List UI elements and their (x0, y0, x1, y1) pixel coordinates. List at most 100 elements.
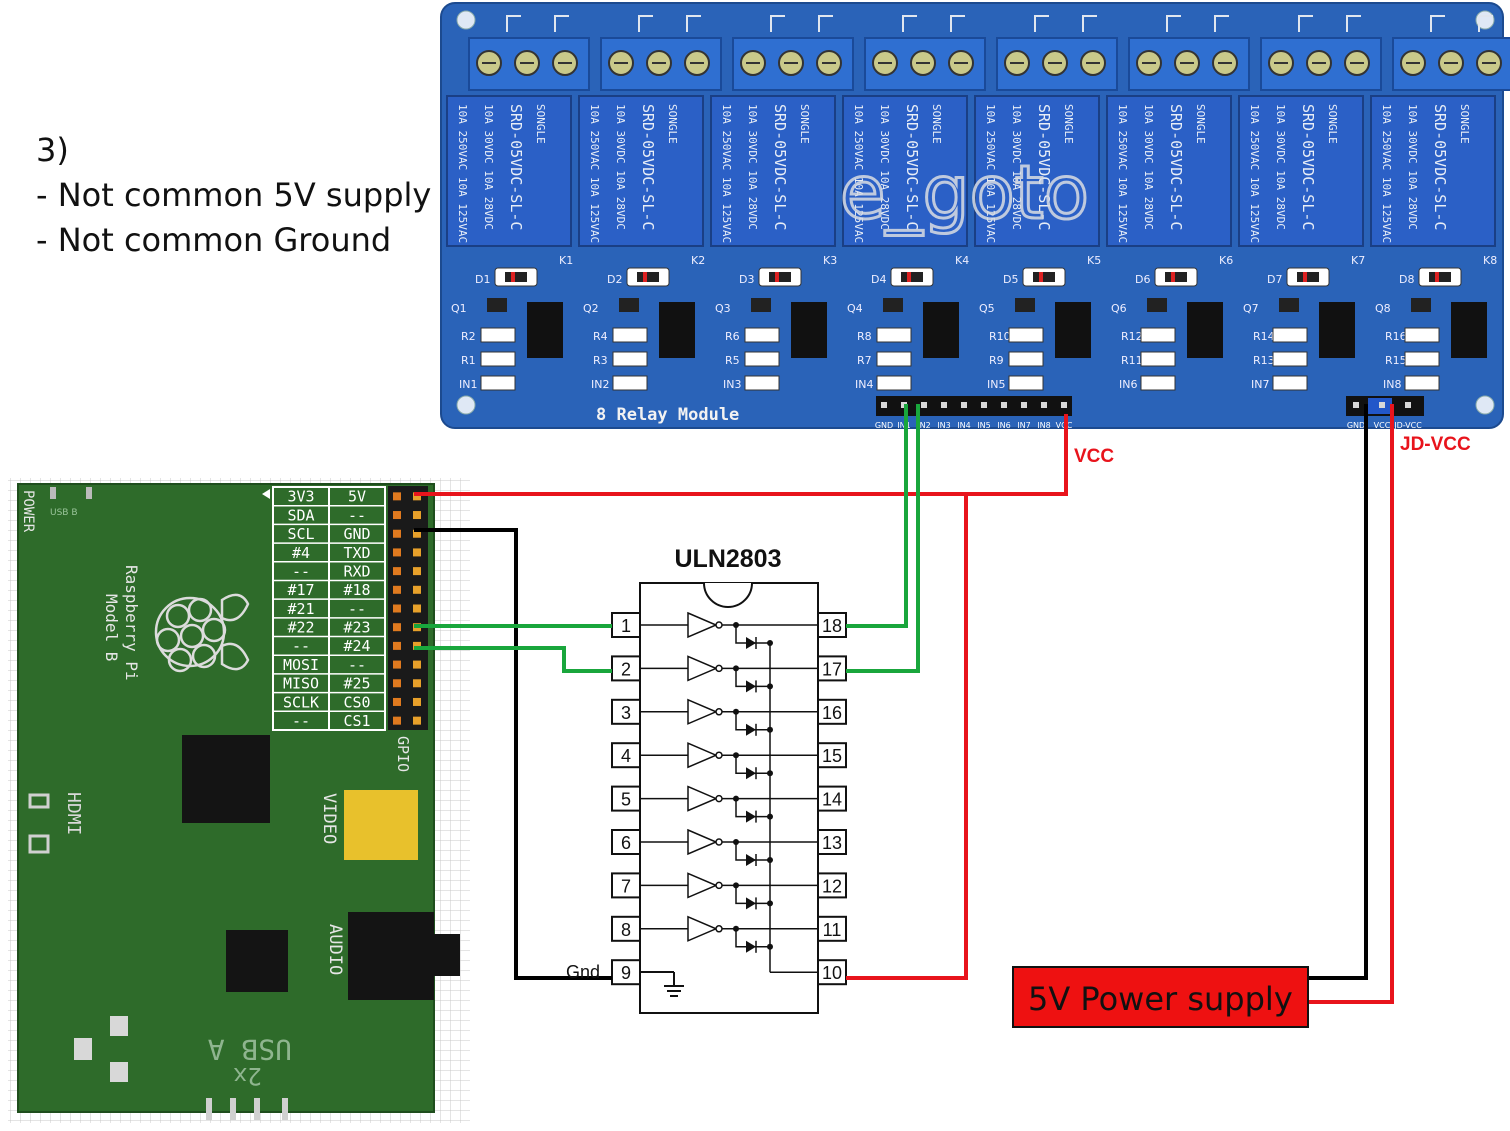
pi-audio-label: AUDIO (325, 924, 345, 975)
header-pin-label: IN5 (977, 421, 990, 430)
header-pin-label: IN3 (937, 421, 950, 430)
gpio-pin-name: CS1 (343, 712, 370, 730)
relay-spec-text: SRD-05VDC-SL-C (771, 104, 789, 230)
input-led-label: IN1 (459, 378, 477, 391)
gpio-pin-name: -- (292, 562, 310, 580)
relay-label: K8 (1483, 254, 1497, 267)
relay-spec-text: SONGLE (1458, 104, 1471, 144)
pi-video-label: VIDEO (319, 793, 339, 844)
resistor-label: R10 (989, 330, 1011, 343)
gpio-pin (393, 679, 401, 688)
diode-label: D1 (475, 273, 490, 286)
chip-pin-number: 13 (822, 833, 842, 853)
gpio-pin-name: SDA (287, 506, 314, 524)
header-pin-label: IN2 (917, 421, 930, 430)
inverter-icon (687, 655, 718, 682)
pi-name: Raspberry Pi (122, 565, 141, 681)
gpio-pin (413, 511, 421, 520)
inverter-icon (687, 872, 718, 899)
clamp-diode-icon (746, 767, 756, 780)
relay-spec-text: 10A 250VAC 10A 125VAC (1248, 104, 1261, 243)
inverter-icon (687, 785, 718, 812)
gpio-pin-name: #21 (287, 600, 314, 618)
header-pin-label: IN4 (957, 421, 970, 430)
gpio-pin (393, 585, 401, 594)
relay-spec-text: SONGLE (798, 104, 811, 144)
resistor-label: R2 (461, 330, 476, 343)
diode-label: D3 (739, 273, 754, 286)
relay-body (710, 95, 836, 247)
chip-pin-number: 10 (822, 963, 842, 983)
note-heading: 3) (36, 131, 69, 169)
transistor-label: Q4 (847, 302, 863, 315)
input-led-label: IN5 (987, 378, 1005, 391)
optocoupler (659, 302, 695, 358)
optocoupler (923, 302, 959, 358)
relay-module: 10A 250VAC 10A 125VAC 10A 30VDC 10A 28VDC… (440, 2, 1510, 430)
clamp-diode-icon (746, 637, 756, 649)
diode-label: D5 (1003, 273, 1018, 286)
header-pin-label: IN6 (997, 421, 1010, 430)
chip-pin-number: 15 (822, 746, 842, 766)
gpio-pin (413, 567, 421, 576)
relay-label: K6 (1219, 254, 1233, 267)
transistor-label: Q7 (1243, 302, 1259, 315)
transistor-label: Q6 (1111, 302, 1127, 315)
relay-spec-text: SRD-05VDC-SL-C (507, 104, 525, 230)
gpio-pin (393, 641, 401, 650)
gpio-pin-name: #25 (343, 675, 370, 693)
wire-pin18-to-in1 (846, 404, 908, 628)
gpio-pin-name: SCL (287, 525, 314, 543)
gpio-pin (413, 529, 421, 538)
diode-label: D4 (871, 273, 886, 286)
ground-symbol-icon (640, 971, 684, 997)
relay-spec-text: SONGLE (666, 104, 679, 144)
gpio-pin-name: -- (348, 656, 366, 674)
resistor-label: R6 (725, 330, 740, 343)
gpio-pin-name: 3V3 (287, 488, 314, 506)
chip-pin-number: 18 (822, 616, 842, 636)
resistor-label: R13 (1253, 354, 1275, 367)
resistor-label: R11 (1121, 354, 1143, 367)
gpio-header (388, 486, 428, 730)
wire-supply-jdvcc (1308, 404, 1394, 1004)
relay-spec-text: 10A 250VAC 10A 125VAC (984, 104, 997, 243)
gpio-pin-name: #4 (292, 544, 310, 562)
pi-model: Model B (102, 594, 121, 661)
gpio-pin (413, 716, 421, 725)
vcc-label: VCC (1074, 446, 1114, 467)
header-pin-label: IN8 (1037, 421, 1050, 430)
gpio-pin-name: -- (292, 637, 310, 655)
chip-pin-number: 6 (621, 833, 631, 853)
relay-spec-text: 10A 250VAC 10A 125VAC (588, 104, 601, 243)
gpio-pin-name: #23 (343, 619, 370, 637)
input-led-label: IN6 (1119, 378, 1137, 391)
gpio-pin-name: 5V (348, 488, 366, 506)
power-supply: 5V Power supply (1012, 966, 1309, 1028)
relay-spec-text: 10A 30VDC 10A 28VDC (746, 104, 759, 230)
gpio-pin (413, 697, 421, 706)
gpio-pin (393, 567, 401, 576)
gpio-pin (413, 492, 421, 501)
gpio-pin (393, 548, 401, 557)
inverter-icon (687, 915, 718, 942)
gpio-pin-name: CS0 (343, 693, 370, 711)
pi-usb-b-label: USB B (50, 508, 78, 518)
header-pin-label: GND (875, 421, 893, 430)
chip-pin-number: 14 (822, 790, 842, 810)
relay-body (842, 95, 968, 247)
gpio-pin (393, 660, 401, 669)
gpio-pin-name: -- (292, 712, 310, 730)
relay-spec-text: SONGLE (1062, 104, 1075, 144)
relay-body (1370, 95, 1496, 247)
diode-label: D6 (1135, 273, 1150, 286)
